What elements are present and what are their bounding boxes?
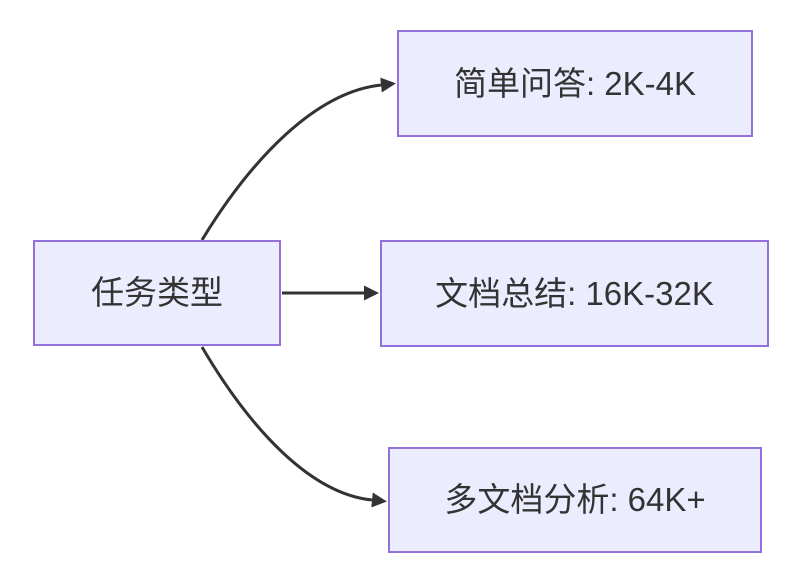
edge-task-to-simple-qa	[200, 77, 396, 241]
node-simple-qa: 简单问答: 2K-4K	[397, 30, 753, 137]
edge-task-to-multi-doc	[200, 346, 387, 508]
node-doc-summary-label: 文档总结: 16K-32K	[435, 274, 714, 312]
node-simple-qa-label: 简单问答: 2K-4K	[453, 64, 697, 102]
node-doc-summary: 文档总结: 16K-32K	[380, 240, 769, 347]
node-multi-doc: 多文档分析: 64K+	[388, 447, 762, 553]
node-multi-doc-label: 多文档分析: 64K+	[444, 481, 706, 519]
node-task-type-label: 任务类型	[91, 274, 223, 312]
node-task-type: 任务类型	[33, 240, 281, 346]
